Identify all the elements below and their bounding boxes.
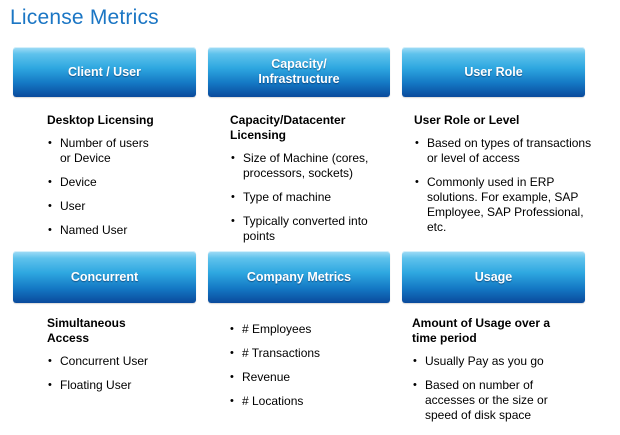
bullet-marker-icon: • bbox=[48, 355, 52, 367]
bullet-text: Commonly used in ERP solutions. For exam… bbox=[427, 175, 584, 234]
bullet-text: Device bbox=[60, 175, 97, 189]
bullet-text: Concurrent User bbox=[60, 354, 149, 368]
bullet-list: • Usually Pay as you go • Based on number o… bbox=[412, 354, 602, 423]
content-concurrent: Simultaneous Access • Concurrent User • Flo… bbox=[47, 316, 207, 402]
bullet-text: Revenue bbox=[242, 370, 291, 384]
bullet-marker-icon: • bbox=[48, 379, 52, 391]
header-box-concurrent: Concurrent bbox=[13, 251, 196, 303]
bullet-item: • # Employees bbox=[229, 322, 404, 337]
bullet-text: Floating User bbox=[60, 378, 132, 392]
page-title: License Metrics bbox=[10, 6, 159, 29]
content-company-metrics: • # Employees • # Transactions • Revenue • # Lo… bbox=[229, 322, 404, 418]
bullet-marker-icon: • bbox=[231, 152, 235, 164]
bullet-item: • Type of machine bbox=[230, 190, 405, 205]
content-usage: Amount of Usage over a time period • Usua… bbox=[412, 316, 602, 432]
bullet-text: Typically converted into points bbox=[243, 214, 368, 243]
bullet-item: • Number of users or Device bbox=[47, 136, 207, 166]
bullet-text: Size of Machine (cores, processors, sock… bbox=[243, 151, 369, 180]
bullet-item: • Usually Pay as you go bbox=[412, 354, 602, 369]
bullet-marker-icon: • bbox=[415, 137, 419, 149]
content-user-role: User Role or Level • Based on types of tr… bbox=[414, 113, 604, 244]
bullet-item: • Named User bbox=[47, 223, 207, 238]
bullet-marker-icon: • bbox=[48, 224, 52, 236]
bullet-text: User bbox=[60, 199, 86, 213]
bullet-marker-icon: • bbox=[231, 215, 235, 227]
bullet-marker-icon: • bbox=[48, 176, 52, 188]
bullet-item: • Device bbox=[47, 175, 207, 190]
content-client-user: Desktop Licensing • Number of users or De… bbox=[47, 113, 207, 247]
header-box-capacity-infrastructure: Capacity/ Infrastructure bbox=[208, 47, 390, 97]
bullet-marker-icon: • bbox=[230, 371, 234, 383]
bullet-item: • Typically converted into points bbox=[230, 214, 405, 244]
header-box-usage: Usage bbox=[402, 251, 585, 303]
bullet-marker-icon: • bbox=[48, 200, 52, 212]
bullet-text: Type of machine bbox=[243, 190, 332, 204]
bullet-list: • Number of users or Device • Device • User • N… bbox=[47, 136, 207, 238]
bullet-item: • User bbox=[47, 199, 207, 214]
bullet-item: • Floating User bbox=[47, 378, 207, 393]
bullet-marker-icon: • bbox=[413, 355, 417, 367]
bullet-item: • Based on number of accesses or the size… bbox=[412, 378, 602, 423]
bullet-list: • # Employees • # Transactions • Revenue • # Lo… bbox=[229, 322, 404, 409]
bullet-item: • Revenue bbox=[229, 370, 404, 385]
bullet-marker-icon: • bbox=[415, 176, 419, 188]
bullet-marker-icon: • bbox=[230, 347, 234, 359]
bullet-text: Number of users or Device bbox=[60, 136, 149, 165]
bullet-marker-icon: • bbox=[230, 395, 234, 407]
bullet-item: • # Transactions bbox=[229, 346, 404, 361]
bullet-list: • Concurrent User • Floating User bbox=[47, 354, 207, 393]
content-capacity-infrastructure: Capacity/Datacenter Licensing • Size of M… bbox=[230, 113, 405, 253]
bullet-text: # Locations bbox=[242, 394, 304, 408]
header-box-client-user: Client / User bbox=[13, 47, 196, 97]
bullet-text: Based on number of accesses or the size … bbox=[425, 378, 548, 422]
bullet-list: • Size of Machine (cores, processors, soc… bbox=[230, 151, 405, 244]
bullet-item: • Based on types of transactions or level… bbox=[414, 136, 604, 166]
bullet-list: • Based on types of transactions or level… bbox=[414, 136, 604, 235]
header-box-user-role: User Role bbox=[402, 47, 585, 97]
section-heading: Amount of Usage over a time period bbox=[412, 316, 551, 345]
bullet-text: Usually Pay as you go bbox=[425, 354, 544, 368]
bullet-text: Named User bbox=[60, 223, 128, 237]
bullet-item: • Size of Machine (cores, processors, soc… bbox=[230, 151, 405, 181]
bullet-text: Based on types of transactions or level … bbox=[427, 136, 592, 165]
section-heading: User Role or Level bbox=[414, 113, 520, 127]
bullet-text: # Employees bbox=[242, 322, 312, 336]
bullet-marker-icon: • bbox=[230, 323, 234, 335]
bullet-marker-icon: • bbox=[231, 191, 235, 203]
section-heading: Simultaneous Access bbox=[47, 316, 126, 345]
bullet-marker-icon: • bbox=[413, 379, 417, 391]
header-box-company-metrics: Company Metrics bbox=[208, 251, 390, 303]
section-heading: Desktop Licensing bbox=[47, 113, 154, 127]
bullet-item: • Concurrent User bbox=[47, 354, 207, 369]
bullet-marker-icon: • bbox=[48, 137, 52, 149]
bullet-item: • # Locations bbox=[229, 394, 404, 409]
section-heading: Capacity/Datacenter Licensing bbox=[230, 113, 346, 142]
bullet-text: # Transactions bbox=[242, 346, 321, 360]
bullet-item: • Commonly used in ERP solutions. For exa… bbox=[414, 175, 604, 235]
